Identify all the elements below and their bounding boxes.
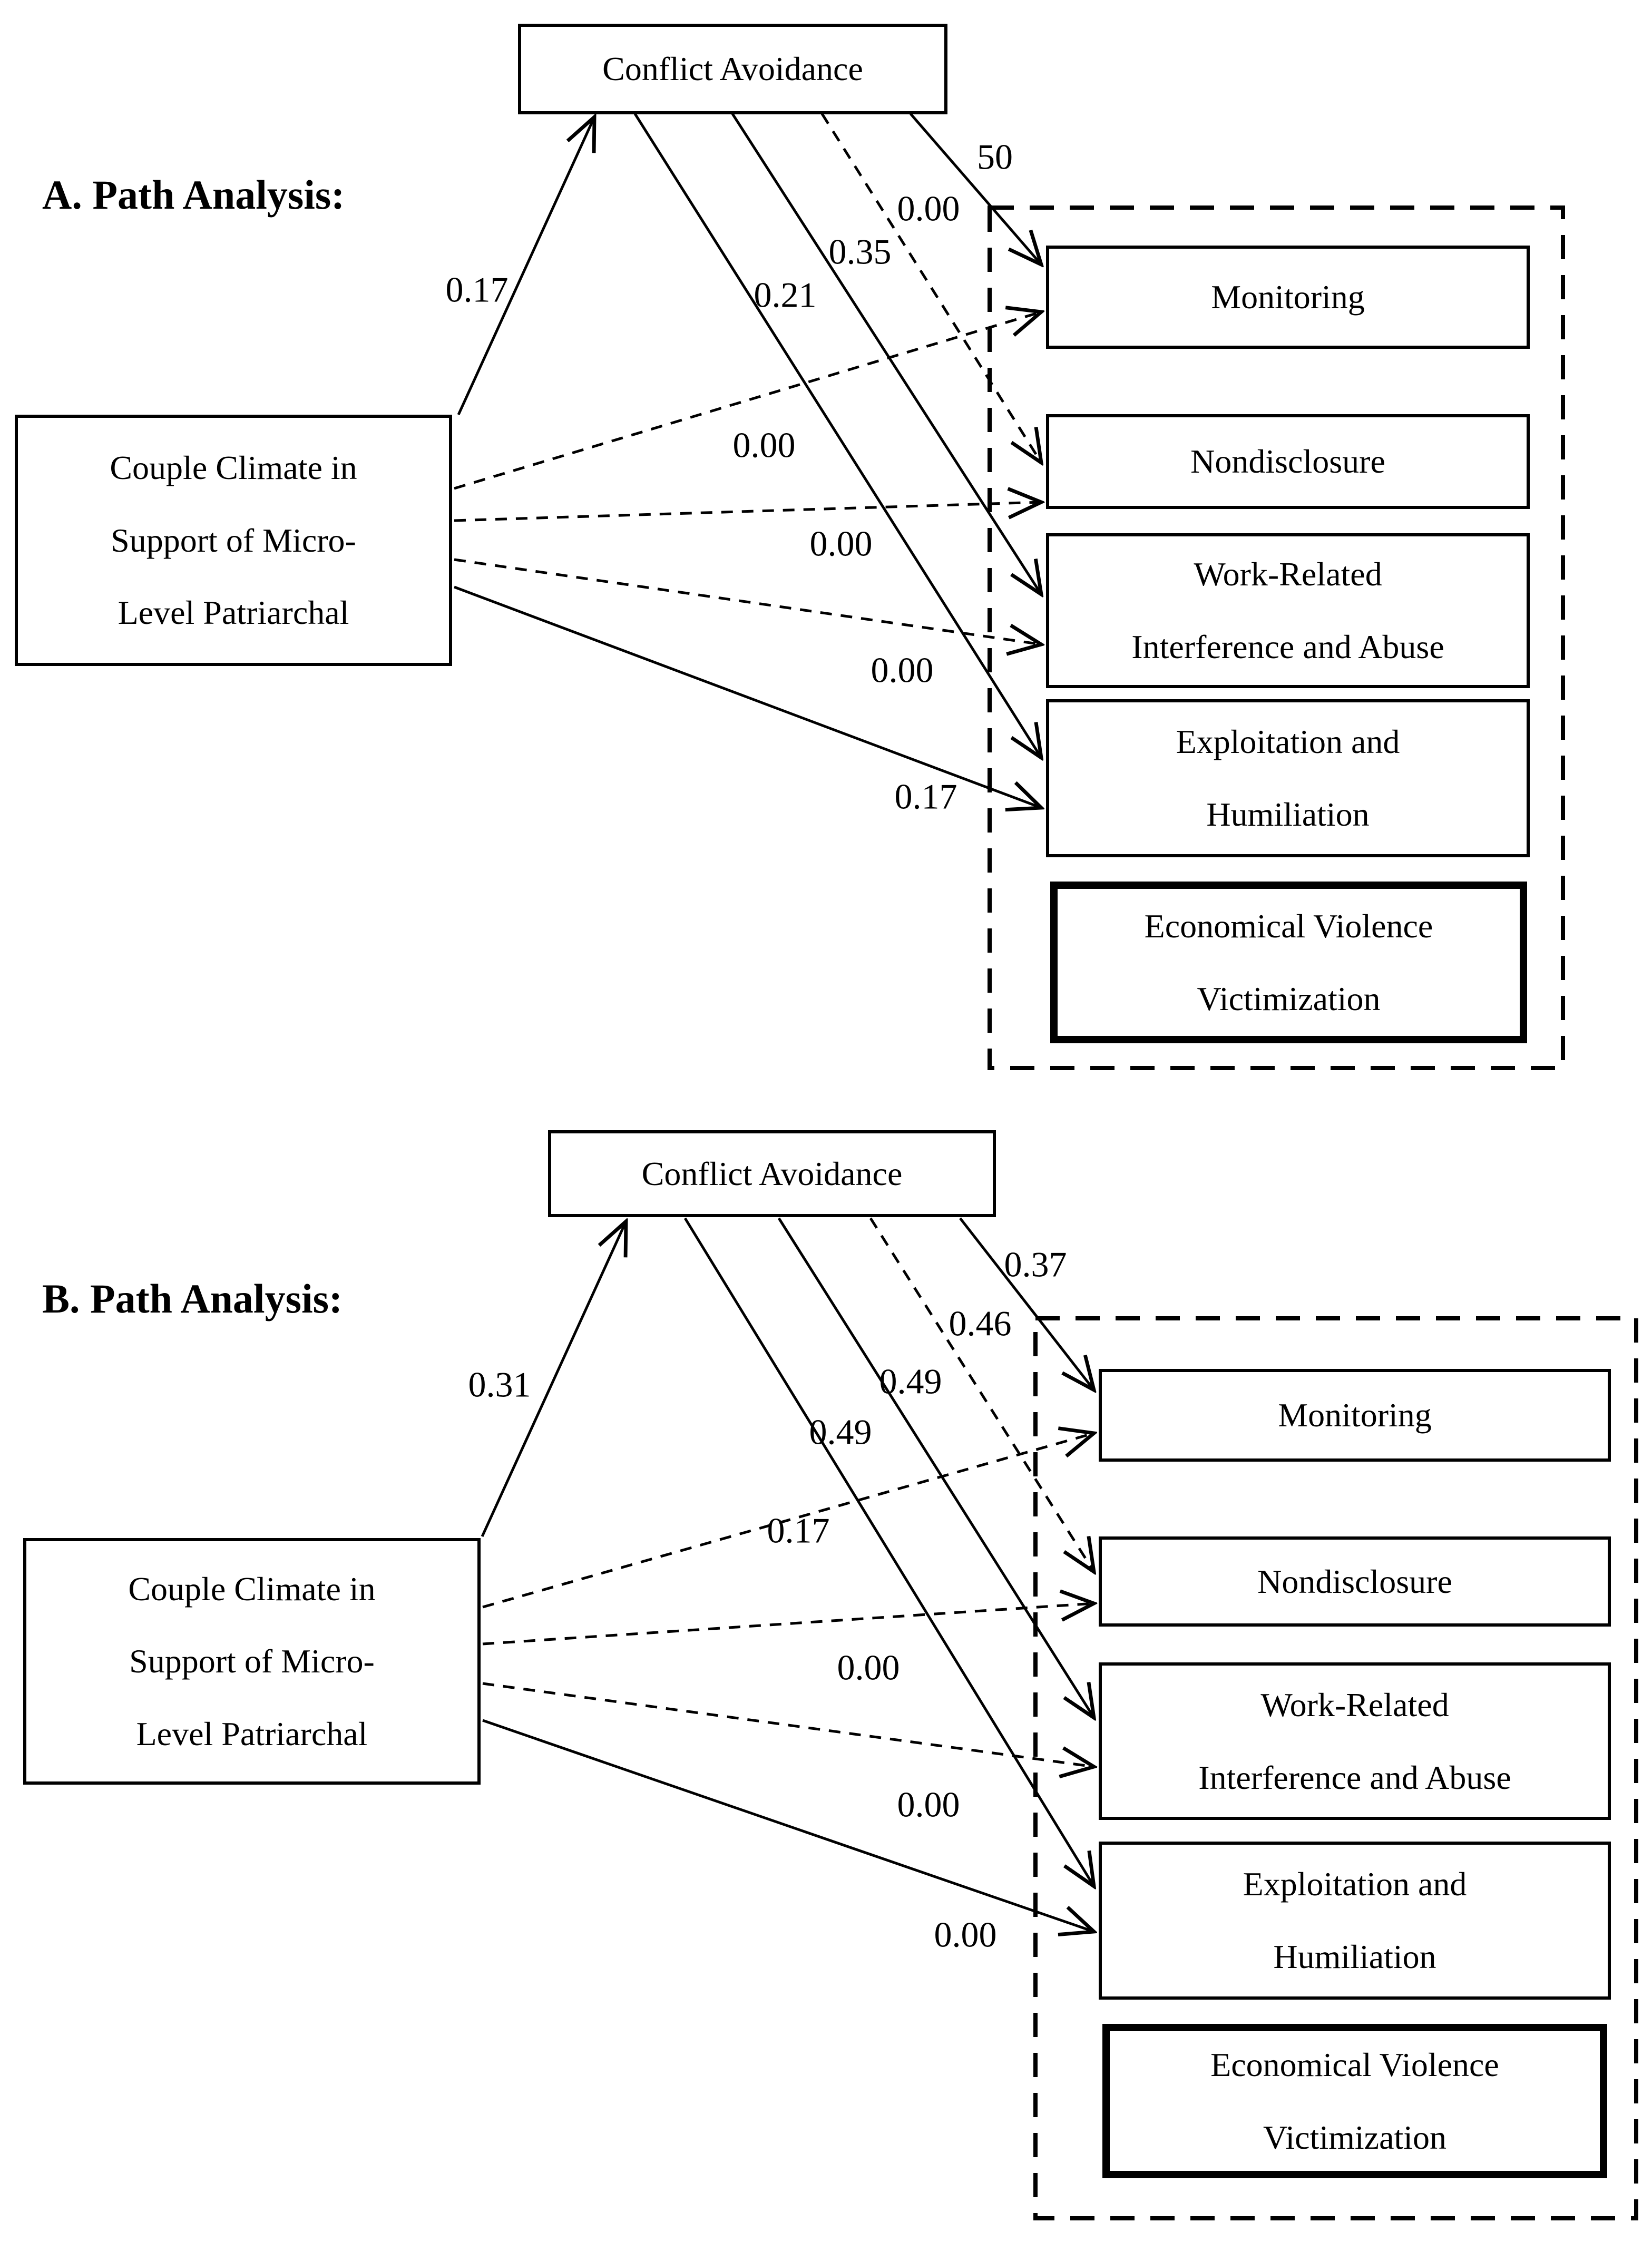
coef-b-cc-monitoring: 0.17 — [767, 1510, 830, 1551]
edge-b-ca-to-nondisclosure — [869, 1217, 1094, 1572]
edge-b-ca-to-work-related — [777, 1217, 1094, 1718]
node-label-line: Support of Micro- — [129, 1642, 375, 1680]
node-label-line: Exploitation and — [1176, 723, 1400, 761]
outcomes-container-a — [988, 205, 1565, 1070]
node-label-line: Work-Related — [1260, 1686, 1449, 1724]
node-nondisclosure-a: Nondisclosure — [1046, 414, 1530, 509]
coef-a-cc-work-related: 0.00 — [871, 650, 934, 690]
coef-b-cc-work-related: 0.00 — [897, 1784, 960, 1825]
coef-a-ca-work-related: 0.35 — [828, 231, 892, 272]
node-label: Nondisclosure — [1257, 1562, 1452, 1600]
coef-a-ca-monitoring: 50 — [977, 136, 1013, 177]
edge-b-ca-to-monitoring — [959, 1217, 1094, 1390]
node-label-line: Exploitation and — [1243, 1865, 1467, 1903]
node-couple-climate-a: Couple Climate in Support of Micro- Leve… — [15, 415, 452, 666]
edge-a-ca-to-work-related — [731, 113, 1041, 594]
node-label-line: Humiliation — [1206, 796, 1370, 833]
node-label: Conflict Avoidance — [641, 1154, 903, 1192]
node-monitoring-b: Monitoring — [1099, 1369, 1611, 1462]
coef-a-cc-exploitation: 0.17 — [894, 776, 957, 817]
edge-a-ca-to-nondisclosure — [820, 113, 1041, 463]
node-economical-violence-a: Economical Violence Victimization — [1050, 882, 1527, 1043]
coef-a-ca-nondisclosure: 0.00 — [897, 188, 960, 229]
node-label-line: Humiliation — [1273, 1938, 1436, 1975]
node-couple-climate-b: Couple Climate in Support of Micro- Leve… — [23, 1538, 481, 1785]
node-label-line: Work-Related — [1194, 555, 1382, 593]
edge-a-cc-to-ca — [457, 117, 594, 416]
edge-b-cc-to-work-related — [482, 1682, 1094, 1767]
node-exploitation-b: Exploitation and Humiliation — [1099, 1842, 1611, 2000]
coef-a-cc-ca: 0.17 — [445, 269, 509, 310]
edge-b-cc-to-ca — [481, 1221, 626, 1538]
edge-a-cc-to-work-related — [454, 558, 1041, 644]
edge-a-ca-to-monitoring — [910, 113, 1041, 265]
edge-a-ca-to-exploitation — [633, 113, 1041, 758]
panel-b-title: B. Path Analysis: — [42, 1276, 343, 1321]
edge-b-cc-to-exploitation — [482, 1719, 1094, 1932]
node-economical-violence-b: Economical Violence Victimization — [1102, 2024, 1607, 2178]
node-label-line: Victimization — [1263, 2118, 1447, 2156]
coef-a-cc-monitoring: 0.00 — [732, 425, 796, 465]
edge-b-cc-to-monitoring — [482, 1433, 1094, 1609]
node-conflict-avoidance-a: Conflict Avoidance — [518, 24, 947, 114]
coef-a-ca-exploitation: 0.21 — [754, 275, 817, 315]
coef-b-cc-ca: 0.31 — [468, 1364, 531, 1405]
coef-b-ca-work-related: 0.49 — [879, 1361, 942, 1402]
node-label-line: Level Patriarchal — [136, 1715, 368, 1753]
node-nondisclosure-b: Nondisclosure — [1099, 1536, 1611, 1627]
node-label: Conflict Avoidance — [602, 50, 863, 88]
node-label: Monitoring — [1278, 1396, 1432, 1434]
node-conflict-avoidance-b: Conflict Avoidance — [548, 1130, 996, 1217]
panel-a-title: A. Path Analysis: — [42, 172, 345, 218]
coef-b-cc-nondisclosure: 0.00 — [837, 1647, 900, 1688]
coef-a-cc-nondisclosure: 0.00 — [809, 523, 873, 564]
node-label: Monitoring — [1211, 278, 1365, 316]
node-label-line: Support of Micro- — [111, 521, 356, 559]
node-label-line: Victimization — [1197, 980, 1381, 1017]
node-label-line: Economical Violence — [1144, 907, 1433, 945]
edge-a-cc-to-exploitation — [454, 585, 1041, 808]
node-label-line: Economical Violence — [1210, 2045, 1499, 2083]
outcomes-container-b — [1033, 1316, 1638, 2220]
edge-a-cc-to-nondisclosure — [454, 502, 1041, 522]
node-label-line: Interference and Abuse — [1131, 628, 1444, 665]
coef-b-ca-nondisclosure: 0.46 — [949, 1303, 1012, 1344]
node-monitoring-a: Monitoring — [1046, 246, 1530, 349]
node-label-line: Interference and Abuse — [1198, 1758, 1511, 1796]
edge-b-cc-to-nondisclosure — [482, 1603, 1094, 1646]
coef-b-ca-exploitation: 0.49 — [809, 1412, 872, 1452]
node-label-line: Level Patriarchal — [118, 594, 349, 632]
coef-b-cc-exploitation: 0.00 — [934, 1914, 997, 1955]
node-label-line: Couple Climate in — [110, 449, 357, 487]
node-exploitation-a: Exploitation and Humiliation — [1046, 699, 1530, 857]
node-label-line: Couple Climate in — [128, 1570, 376, 1608]
node-label: Nondisclosure — [1190, 443, 1385, 481]
node-work-related-b: Work-Related Interference and Abuse — [1099, 1662, 1611, 1820]
node-work-related-a: Work-Related Interference and Abuse — [1046, 533, 1530, 688]
edge-b-ca-to-exploitation — [683, 1217, 1094, 1886]
coef-b-ca-monitoring: 0.37 — [1004, 1244, 1067, 1285]
